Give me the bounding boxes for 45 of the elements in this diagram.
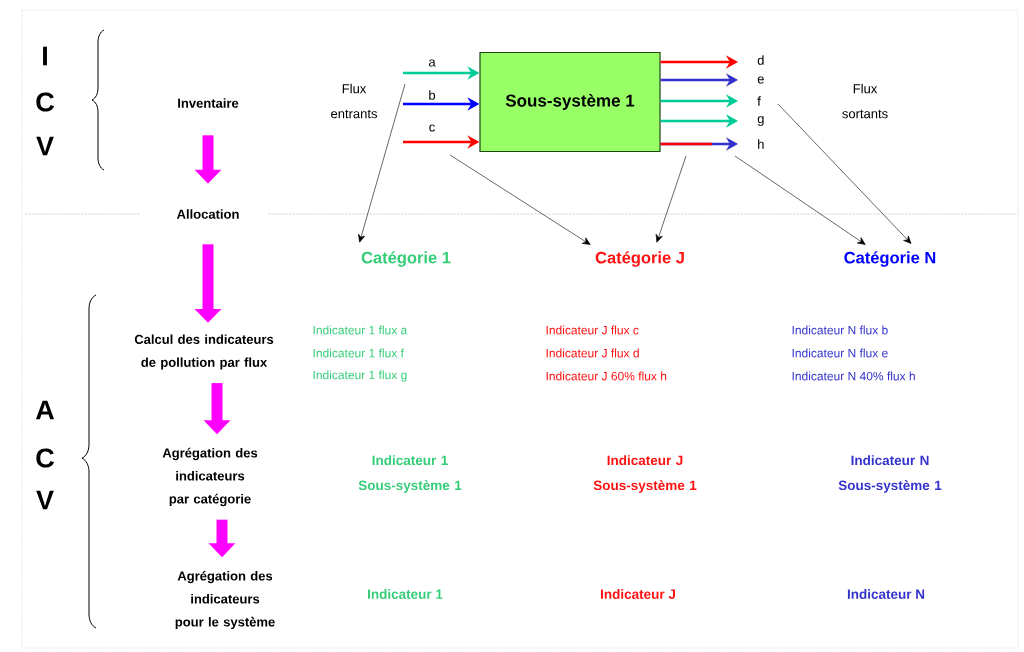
indicator-text: Indicateur J flux c [546,325,639,335]
indicator-text: Indicateur 1 flux a [313,325,408,335]
flow-caption: Flux entrants [331,83,378,119]
arrow [655,155,687,243]
indicator-heading: Indicateur J Sous-système 1 [593,455,697,493]
indicator-heading: Indicateur 1 Sous-système 1 [358,455,462,493]
indicator-text: Indicateur N flux e [792,348,888,358]
step-label: Agrégation des indicateurs pour le système [175,570,275,630]
edge-label: a [428,59,436,67]
indicator-heading: Indicateur N [847,589,925,599]
edge-label: e [757,76,764,84]
section-letter: A [35,400,55,420]
edge-label: g [757,116,764,126]
edge-label: c [429,124,435,132]
flow-caption: Flux sortants [842,83,888,119]
category-heading: Catégorie N [844,251,936,267]
step-label: Agrégation des indicateurs par catégorie [162,447,258,507]
indicator-heading: Indicateur N Sous-système 1 [838,455,942,493]
arrow [358,83,406,243]
section-letter: V [36,136,54,156]
step-label: Calcul des indicateurs de pollution par flux [134,334,274,370]
indicator-text: Indicateur N flux b [792,325,888,335]
indicator-text: Indicateur N 40% flux h [792,371,915,381]
edge-label: d [757,55,764,65]
indicator-heading: Indicateur 1 [368,589,443,599]
category-heading: Catégorie 1 [361,251,451,267]
edge-label: h [758,139,764,149]
edge-label: f [757,96,761,106]
step-label: Allocation [176,209,239,219]
category-heading: Catégorie J [595,251,684,267]
arrow [777,103,912,244]
section-letter: C [36,448,54,468]
step-label: Inventaire [178,98,239,108]
edge-label: b [429,90,436,100]
indicator-text: Indicateur 1 flux g [313,370,407,382]
section-letter: I [43,46,47,66]
indicator-heading: Indicateur J [601,589,675,599]
section-letter: C [36,92,54,112]
process-box: Sous-système 1 [479,51,661,153]
arrow [734,155,866,245]
indicator-text: Indicateur J 60% flux h [546,371,667,381]
indicator-text: Indicateur J flux d [546,348,639,358]
section-letter: V [36,490,54,510]
indicator-text: Indicateur 1 flux f [313,348,404,358]
arrow [449,154,591,245]
